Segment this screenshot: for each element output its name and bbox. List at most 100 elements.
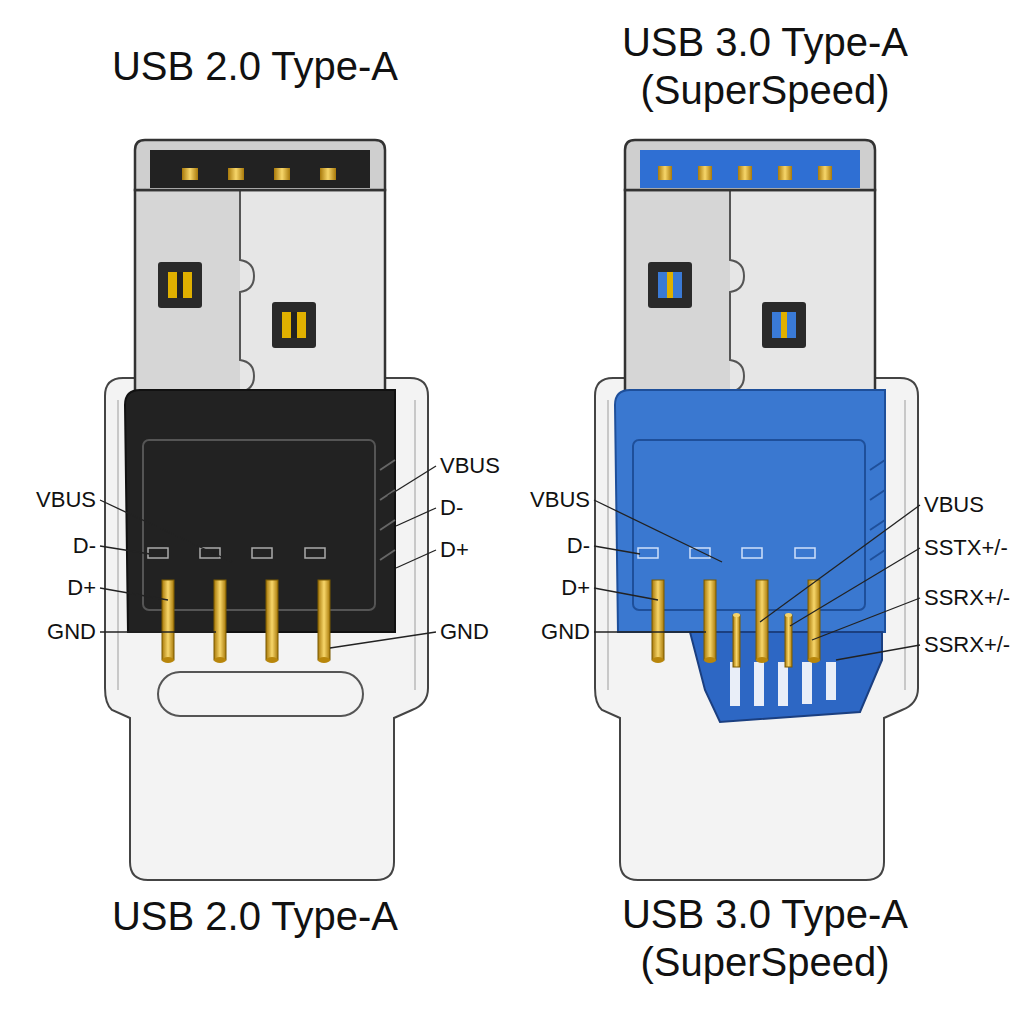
pin-slot [690,548,710,558]
pin-label: VBUS [440,453,500,479]
pin-end [652,657,664,663]
contact [778,166,792,180]
pin-label: VBUS [924,492,984,518]
thin-pin [785,615,792,667]
pin [704,580,716,660]
leader-line [396,550,436,568]
usb3-connector [595,140,918,880]
pin-slot [148,548,168,558]
contact [738,166,752,180]
pin [652,580,664,660]
pin-end [756,657,768,663]
shell-hole-inner [772,312,796,338]
shell-hole [272,302,316,348]
pin-slot [742,548,762,558]
contact [228,168,244,180]
leader-line [812,598,920,640]
housing-panel [143,440,375,610]
port-opening [640,150,860,188]
board-slot [802,662,812,704]
board-slot [778,662,788,706]
leader-line [100,631,216,632]
pin-label: D+ [561,575,590,601]
pin-slot [252,548,272,558]
shell-hole [158,262,202,308]
leader-line [594,546,640,554]
connector-body [105,378,428,880]
shell-hole-bar [291,312,297,338]
board-slot [754,662,764,706]
pin-label: D- [73,533,96,559]
body-cutout [158,672,363,716]
leader-line [330,632,436,648]
pin-slot [200,548,220,558]
heading: USB 3.0 Type-A (SuperSpeed) [605,18,925,114]
leader-line [760,505,920,622]
pin [808,580,820,660]
leader-line [100,500,232,562]
heading: USB 2.0 Type-A [55,892,455,940]
thin-pin [733,615,740,667]
contact [698,166,712,180]
pin-end [704,657,716,663]
shell-hole-bar [667,272,673,298]
shell-hole-bar [781,312,787,338]
contact [274,168,290,180]
leader-lines [100,466,920,660]
pin-slot [638,548,658,558]
contact [658,166,672,180]
pin-label: GND [440,619,489,645]
shell-hole-inner [658,272,682,298]
pin-label: SSRX+/- [924,632,1010,658]
board-slot [826,662,836,700]
leader-line [790,548,920,626]
pin-end [214,657,226,663]
leader-line [388,466,436,496]
pin-end [266,657,278,663]
connector-body [595,378,918,880]
housing-ridges [380,460,395,560]
leader-line [594,631,706,632]
leader-line [100,588,168,600]
pin-label: D+ [440,537,469,563]
usb2-connector [105,140,428,880]
contact [818,166,832,180]
pin-label: SSRX+/- [924,585,1010,611]
contact [320,168,336,180]
shell-hole [648,262,692,308]
housing-panel [633,440,865,610]
pin-slot [795,548,815,558]
pin-label: D- [567,533,590,559]
pin-label: VBUS [530,487,590,513]
heading: USB 3.0 Type-A (SuperSpeed) [605,890,925,986]
pin [318,580,330,660]
contact [182,168,198,180]
pin-end [318,657,330,663]
housing-ridges [870,460,885,560]
pin-label: D- [440,495,463,521]
pin-slot [305,548,325,558]
leader-line [396,508,436,526]
shell-rim [135,140,385,190]
board-slot [730,662,740,706]
leader-line [100,546,150,554]
pin [162,580,174,660]
leader-line [594,500,722,562]
pin-end [785,613,792,617]
leader-line [836,645,920,660]
pin-end [733,613,740,617]
shell-hole-inner [168,272,192,298]
heading: USB 2.0 Type-A [55,42,455,90]
port-opening [150,150,370,188]
pin [214,580,226,660]
pin-label: VBUS [36,487,96,513]
pin-label: GND [47,619,96,645]
pin-end [162,657,174,663]
pin-label: GND [541,619,590,645]
shell-hole-bar [177,272,183,298]
leader-line [594,588,658,600]
pins [162,580,330,663]
pin-label: SSTX+/- [924,535,1008,561]
